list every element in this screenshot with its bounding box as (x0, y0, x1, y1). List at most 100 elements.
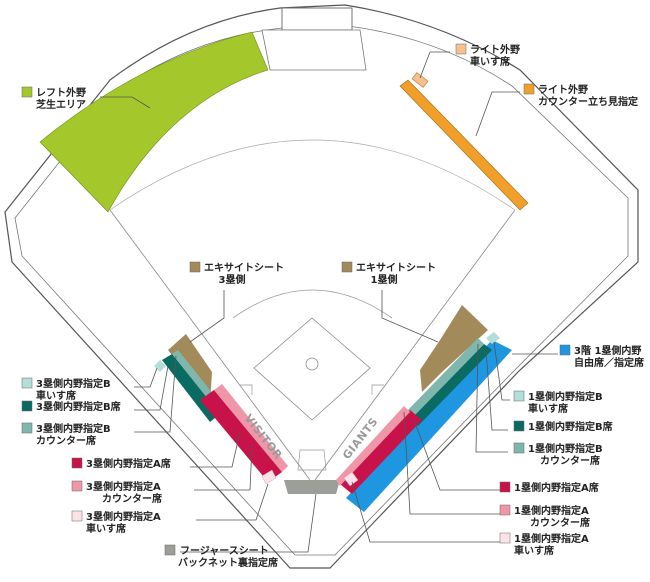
leader-third-b-counter (134, 355, 177, 433)
legend-label-third-b-counter-1: 3塁側内野指定B (36, 422, 111, 435)
legend-label-third-a-counter-1: 3塁側内野指定A (86, 480, 161, 493)
legend-label-first-b-1: 1塁側内野指定B席 (528, 420, 613, 433)
leader-first-a-wheel (351, 481, 500, 543)
right-counter-area (399, 79, 529, 211)
leader-first-a (413, 419, 500, 491)
legend-label-first-b-wheel-1: 1塁側内野指定B (528, 390, 603, 403)
third-a-wheel-area (261, 469, 277, 485)
leader-first-b-wheel (493, 341, 510, 401)
legend-label-first-a-wheel-2: 車いす席 (514, 544, 554, 557)
leader-third-a (190, 431, 241, 468)
legend-label-third-b-counter-2: カウンター席 (36, 434, 96, 447)
batter-box-left (240, 384, 253, 395)
third-foul-line (109, 209, 311, 481)
leader-first-b-counter (475, 343, 508, 453)
leader-excite-3b (189, 290, 225, 343)
leader-first-a-counter (403, 411, 500, 515)
legend-label-upper-1b-2: 自由席／指定席 (574, 356, 644, 369)
legend-label-right-wheelchair-1: ライト外野 (470, 43, 520, 56)
legend-label-excite-3b-2: 3塁側 (219, 273, 246, 286)
excite-1b-area (420, 305, 488, 392)
legend-swatch-left-grass (21, 86, 33, 98)
leader-third-a-wheel (196, 483, 269, 521)
center-field-stand (281, 7, 353, 31)
legend-label-future-seat-1: フージャースシート (180, 545, 269, 557)
outfield-arc (109, 139, 516, 211)
leader-right-wheelchair (419, 51, 450, 79)
legend-swatch-excite-3b (189, 261, 201, 273)
legend-swatch-third-a-wheel (71, 510, 83, 522)
legend-label-first-b-counter-1: 1塁側内野指定B (528, 442, 603, 455)
right-wheelchair-area (411, 72, 429, 88)
legend-label-right-wheelchair-2: 車いす席 (470, 55, 510, 68)
leader-third-b-wheel (134, 367, 158, 388)
legend-label-third-a-wheel-1: 3塁側内野指定A (86, 510, 161, 523)
first-a-counter-area (336, 406, 410, 486)
legend-swatch-first-b-counter (513, 442, 525, 454)
leader-left-grass (100, 96, 151, 109)
legend-label-third-a-1: 3塁側内野指定A席 (86, 457, 171, 470)
legend-swatch-third-b (21, 400, 33, 412)
legend-third-b: 3塁側内野指定B席 (21, 400, 121, 413)
legend-label-third-b-wheel-2: 車いす席 (36, 389, 76, 402)
legend-swatch-first-a (499, 481, 511, 493)
legend-swatch-third-b-counter (21, 422, 33, 434)
legend-swatch-right-counter (523, 83, 535, 95)
leader-lines (100, 51, 558, 553)
leader-first-b (485, 349, 508, 431)
legend-first-a: 1塁側内野指定A席 (499, 481, 599, 494)
legend-label-third-b-1: 3塁側内野指定B席 (36, 400, 121, 413)
legend-label-first-a-wheel-1: 1塁側内野指定A (514, 532, 589, 545)
legend-label-excite-1b-2: 1塁側 (371, 273, 398, 286)
legend-label-first-b-wheel-2: 車いす席 (528, 402, 568, 415)
field-outline (14, 25, 629, 556)
infield-diamond (253, 317, 371, 421)
legend-swatch-future-seat (164, 544, 176, 556)
first-a-wheel-area (343, 471, 359, 487)
legend-swatch-third-a (71, 457, 83, 469)
batter-box-right (371, 384, 384, 395)
first-b-counter-area (404, 338, 484, 420)
legend-label-first-b-counter-2: カウンター席 (540, 454, 600, 467)
legend-label-first-a-counter-2: カウンター席 (530, 516, 590, 529)
legend-label-future-seat-2: バックネット裏指定席 (178, 556, 278, 569)
legend-label-third-a-wheel-2: 車いす席 (86, 522, 126, 535)
center-field-inner (261, 29, 367, 71)
upper-1b-area (346, 340, 512, 512)
legend-label-right-counter-2: カウンター立ち見指定 (538, 95, 638, 108)
legend-swatch-first-a-counter (499, 504, 511, 516)
legend-third-a: 3塁側内野指定A席 (71, 457, 171, 470)
legend-first-b: 1塁側内野指定B席 (513, 420, 613, 433)
leader-excite-1b (381, 290, 439, 343)
home-plate-area (297, 449, 327, 471)
legend-swatch-excite-1b (341, 261, 353, 273)
future-seat-area (284, 480, 340, 494)
legend-swatch-first-a-wheel (499, 532, 511, 544)
legend-label-first-a-1: 1塁側内野指定A席 (514, 481, 599, 494)
first-foul-line (314, 209, 516, 481)
legend-label-third-a-counter-2: カウンター席 (102, 492, 162, 505)
pitchers-mound (305, 357, 319, 371)
legend-label-excite-1b-1: エキサイトシート (356, 262, 436, 274)
legend-swatch-third-b-wheel (21, 377, 33, 389)
legend-label-left-grass-1: レフト外野 (36, 86, 86, 99)
third-a-area (200, 390, 282, 482)
legend-swatch-right-wheelchair (455, 43, 467, 55)
legend-label-left-grass-2: 芝生エリア (36, 98, 86, 111)
legend-label-excite-3b-1: エキサイトシート (204, 262, 284, 274)
legend-swatch-upper-1b (559, 344, 571, 356)
leader-right-counter (475, 91, 520, 137)
infield-arc (232, 289, 393, 319)
